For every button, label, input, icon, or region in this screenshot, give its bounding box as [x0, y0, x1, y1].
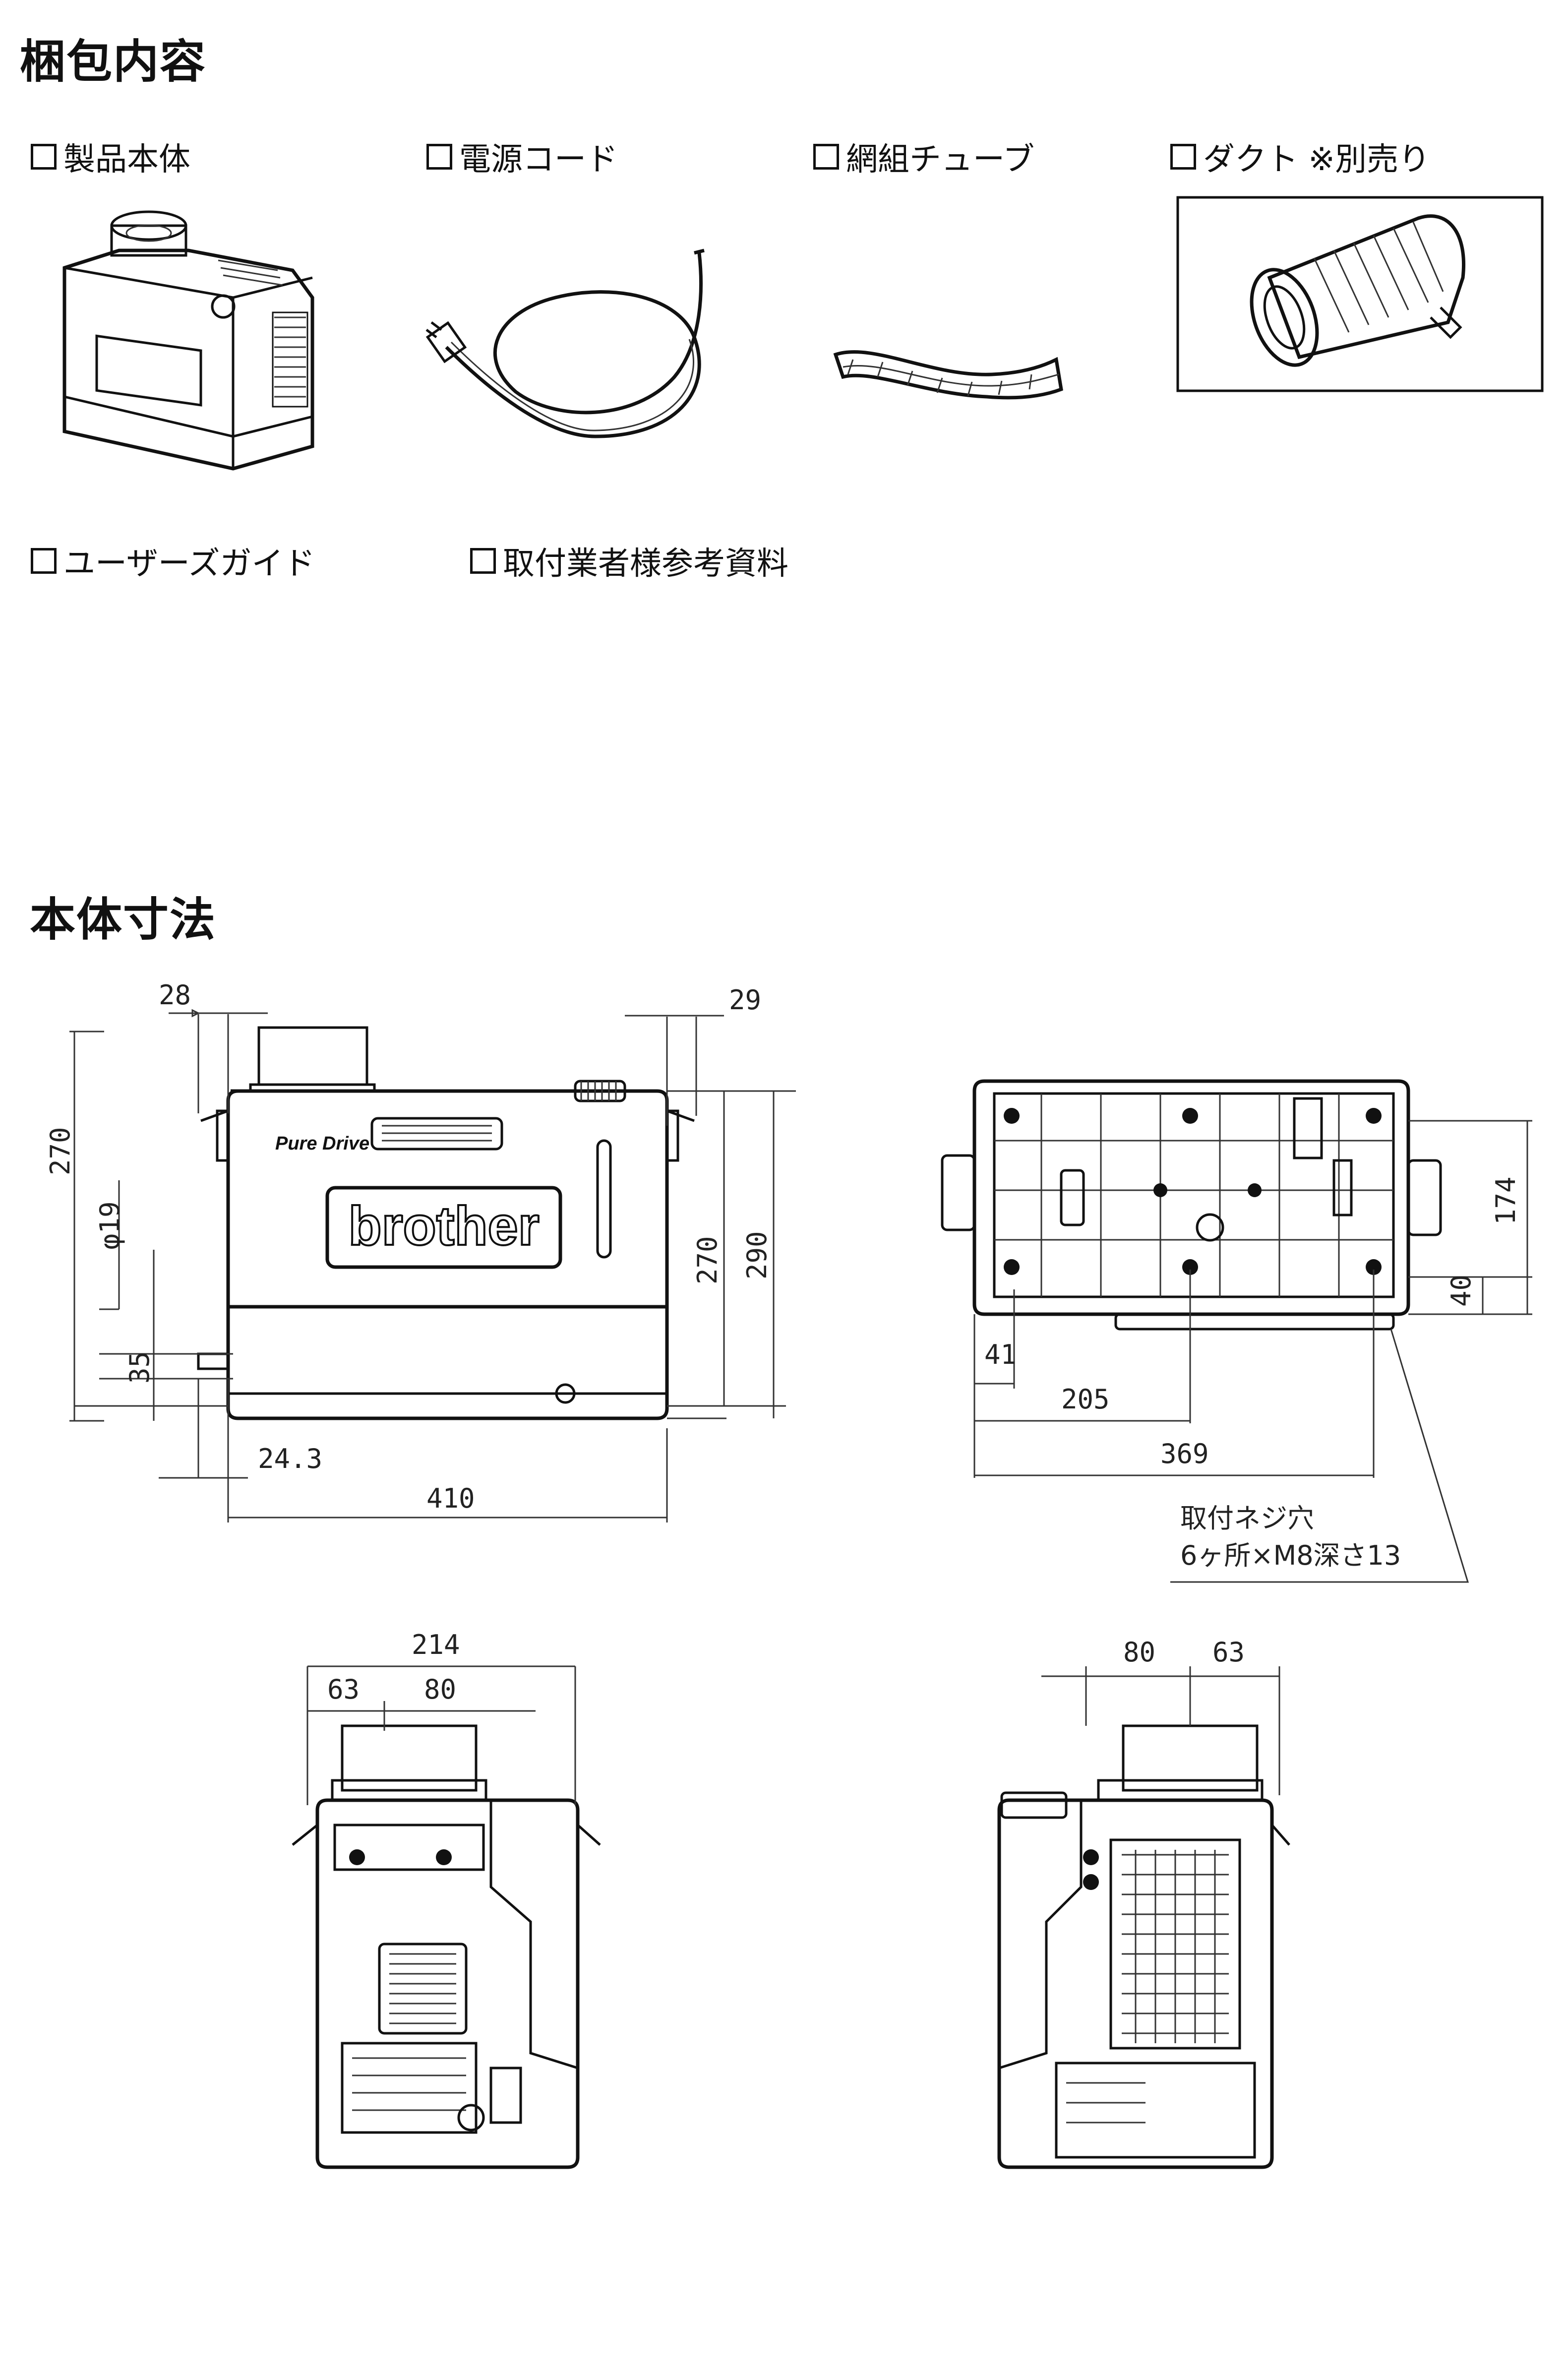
checklist-item-duct[interactable]: ダクト ※別売り [1170, 134, 1430, 180]
checklist-label: ユーザーズガイド [63, 546, 315, 582]
left-side-dimensions: 214 63 80 [306, 1629, 576, 1805]
brother-logo: brother [349, 1196, 540, 1257]
left-side-view-drawing [292, 1724, 601, 2169]
right-side-view-drawing [997, 1724, 1290, 2169]
dim-28-label: 28 [159, 979, 191, 1011]
checklist-item-power-cord[interactable]: 電源コード [426, 134, 618, 180]
dim-270-left-label: 270 [45, 1127, 76, 1175]
dim-40-label: 40 [1446, 1275, 1477, 1307]
checkbox-icon[interactable] [813, 144, 839, 170]
power-cord-illustration [425, 248, 705, 438]
bottom-view-drawing [941, 1079, 1442, 1331]
contents-heading: 梱包内容 [20, 35, 207, 88]
mounting-screw-note: 取付ネジ穴 6ヶ所×M8深さ13 [1180, 1503, 1401, 1571]
checklist-item-users-guide[interactable]: ユーザーズガイド [31, 538, 315, 584]
checkbox-icon[interactable] [1170, 144, 1196, 170]
dim-41-label: 41 [984, 1339, 1017, 1370]
dimensions-heading: 本体寸法 [30, 893, 217, 946]
dim-29-label: 29 [729, 984, 761, 1016]
product-unit-illustration [62, 210, 314, 471]
right-side-dimensions: 80 63 [1041, 1637, 1280, 1795]
checkbox-icon[interactable] [31, 144, 57, 170]
checklist-label: ダクト ※別売り [1203, 141, 1430, 178]
dim-80-right-label: 80 [1123, 1637, 1155, 1668]
front-dimensions: 28 29 270 φ19 35 24.3 410 270 290 [45, 979, 796, 1522]
checklist-label: 製品本体 [63, 141, 190, 178]
dim-174-label: 174 [1490, 1176, 1521, 1225]
checklist-item-main-unit[interactable]: 製品本体 [31, 134, 190, 180]
dim-phi19-label: φ19 [94, 1201, 125, 1250]
checklist-label: 網組チューブ [846, 141, 1035, 178]
checkbox-icon[interactable] [426, 144, 452, 170]
checklist-label: 取付業者様参考資料 [503, 546, 788, 582]
dim-270-right-label: 270 [692, 1236, 723, 1284]
mounting-note-line2: 6ヶ所×M8深さ13 [1180, 1540, 1401, 1571]
dim-205-label: 205 [1061, 1384, 1110, 1415]
dim-290-label: 290 [741, 1231, 773, 1279]
dim-63-right-label: 63 [1212, 1637, 1245, 1668]
dim-24-3-label: 24.3 [258, 1443, 322, 1474]
dim-214-label: 214 [412, 1629, 460, 1660]
braided-tube-illustration [833, 350, 1063, 400]
front-elevation-drawing: brother Pure Drive [197, 1026, 695, 1420]
checklist-item-braided-tube[interactable]: 網組チューブ [813, 134, 1034, 180]
bottom-dimensions: 174 40 41 205 369 [973, 1120, 1532, 1583]
duct-illustration [1176, 196, 1544, 392]
dim-80-left-label: 80 [424, 1674, 456, 1705]
dim-35-label: 35 [124, 1351, 155, 1384]
pure-drive-badge: Pure Drive [275, 1133, 369, 1154]
checklist-item-installer-reference[interactable]: 取付業者様参考資料 [470, 538, 788, 584]
checkbox-icon[interactable] [31, 548, 57, 574]
checklist-label: 電源コード [459, 141, 618, 178]
dim-369-label: 369 [1160, 1438, 1209, 1469]
mounting-note-line1: 取付ネジ穴 [1180, 1503, 1314, 1534]
checkbox-icon[interactable] [470, 548, 496, 574]
dim-410-label: 410 [426, 1483, 475, 1514]
dim-63-left-label: 63 [327, 1674, 360, 1705]
